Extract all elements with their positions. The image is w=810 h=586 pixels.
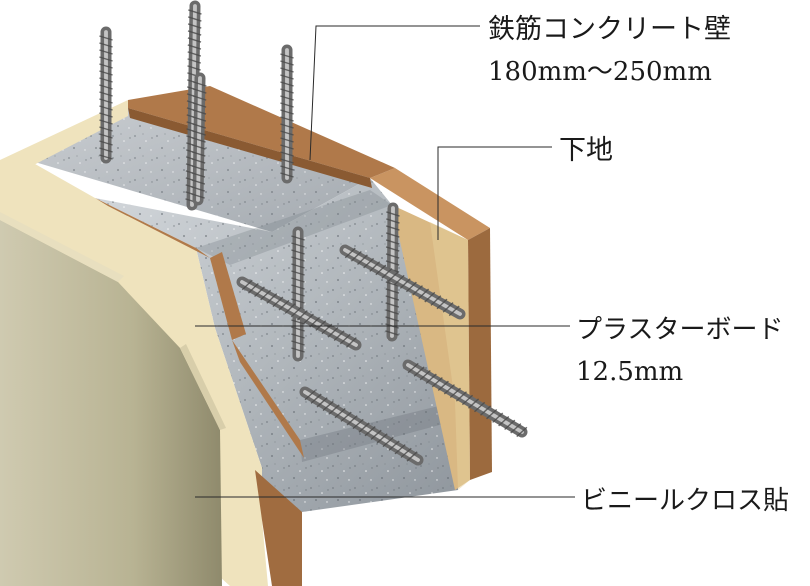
label-substrate: 下地 [559,135,613,166]
callout-labels: 鉄筋コンクリート壁 180mm〜250mm 下地 プラスターボード 12.5mm… [488,14,789,516]
rebar-horizontal-4 [402,359,528,438]
label-concrete-wall: 鉄筋コンクリート壁 [488,14,731,45]
rebar-vertical-2 [185,0,202,211]
rebar-vertical-1 [99,26,113,164]
leader-concrete [309,25,480,161]
plasterboard-top-edge [0,100,128,182]
leader-lines [195,25,575,498]
substrate-left [95,198,210,258]
rebar-horizontal-2 [339,244,466,320]
rebar-horizontal-group [236,244,528,466]
label-concrete-thickness: 180mm〜250mm [488,57,712,87]
plasterboard-right [430,222,470,490]
substrate-right [370,168,490,240]
leader-substrate [437,146,552,240]
rebar-horizontal-1 [236,276,362,351]
vinyl-cloth-surface [0,220,222,586]
rebar-horizontal-3 [299,386,424,466]
label-plasterboard: プラスターボード [576,315,783,345]
label-plasterboard-thickness: 12.5mm [576,357,683,387]
rebar-vertical-4 [280,44,294,184]
rebar-vertical-3 [191,72,207,206]
rebar-vertical-5 [291,226,305,362]
label-vinyl-cloth: ビニールクロス貼 [581,486,789,516]
